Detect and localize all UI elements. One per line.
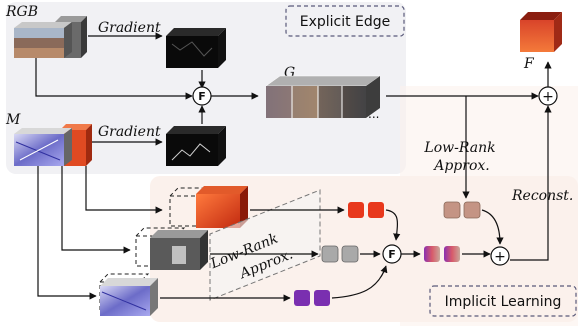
implicit-learning-label: Implicit Learning [445, 294, 562, 310]
red-tokens [348, 202, 384, 218]
plus-label-bottom: + [494, 249, 506, 265]
reconst-label: Reconst. [511, 188, 573, 204]
plus-node-bottom [490, 246, 510, 266]
gray-tokens [321, 245, 359, 263]
m-cube [14, 124, 92, 166]
gradient-bottom-label: Gradient [98, 124, 161, 140]
g-feature-stack [265, 75, 381, 118]
m-label: M [5, 112, 21, 128]
tan-tokens [443, 201, 481, 219]
purple-tokens [294, 290, 330, 306]
low-rank-center-box [209, 189, 321, 301]
low-rank-right-line1: Low-Rank [423, 140, 495, 156]
implicit-learning-box [429, 285, 577, 317]
f-label: F [523, 56, 535, 72]
fused-tokens [424, 246, 460, 262]
rgb-label: RGB [5, 4, 38, 20]
rgb-cube [14, 16, 87, 58]
gradient-top-label: Gradient [98, 20, 161, 36]
plus-label-top: + [542, 89, 554, 105]
ellipsis: ... [368, 107, 379, 121]
output-cube [520, 12, 562, 52]
color-channel-cube [100, 278, 158, 316]
red-channel-cube [196, 186, 248, 228]
g-label: G [284, 65, 295, 81]
gray-channel-cube [150, 230, 208, 270]
m-edge-cube [166, 126, 226, 166]
fusion-label-top: F [198, 90, 206, 103]
explicit-edge-label: Explicit Edge [300, 14, 391, 30]
fusion-label-bottom: F [388, 248, 396, 261]
low-rank-right-line2: Approx. [432, 158, 490, 174]
rgb-edge-cube [166, 28, 226, 68]
explicit-edge-box [285, 5, 405, 37]
